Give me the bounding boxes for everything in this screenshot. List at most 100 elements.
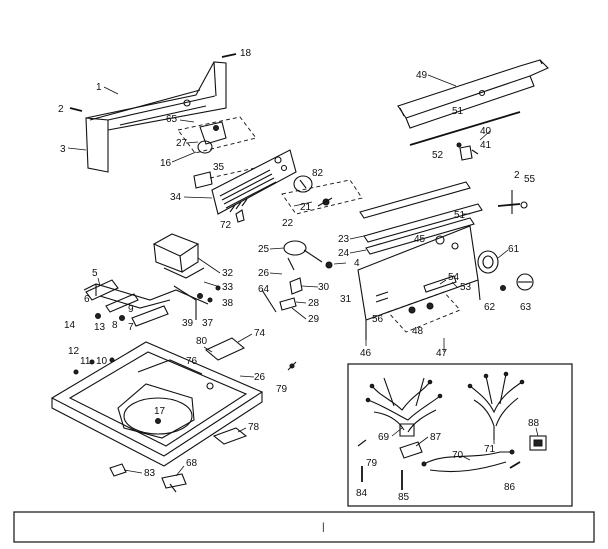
callout-33: 33 <box>222 282 234 293</box>
clip-72 <box>235 209 245 223</box>
bracket-32 <box>152 233 205 279</box>
callout-87: 87 <box>430 432 442 443</box>
switch-35 <box>193 167 256 189</box>
cabinet-top <box>50 341 264 467</box>
callout-52: 52 <box>432 150 444 161</box>
callout-62: 62 <box>484 302 496 313</box>
callout-37: 37 <box>202 318 214 329</box>
callout-32: 32 <box>222 268 234 279</box>
callout-27: 27 <box>176 138 188 149</box>
callout-39: 39 <box>182 318 194 329</box>
callout-2-right: 2 <box>514 170 520 181</box>
callout-14: 14 <box>64 320 76 331</box>
fasteners-37-38-39 <box>197 285 221 303</box>
callout-63: 63 <box>520 302 532 313</box>
callout-7: 7 <box>128 322 134 333</box>
screw-2 <box>69 107 83 112</box>
footer-mark: | <box>322 522 325 533</box>
callout-24: 24 <box>338 248 350 259</box>
callout-18: 18 <box>240 48 252 59</box>
connector-87 <box>399 441 423 459</box>
callout-30: 30 <box>318 282 330 293</box>
callout-25: 25 <box>258 244 270 255</box>
callout-65: 65 <box>166 114 178 125</box>
callout-3: 3 <box>60 144 66 155</box>
callout-28: 28 <box>308 298 320 309</box>
pulley-61 <box>477 250 499 274</box>
hinge-rod-52 <box>409 111 521 146</box>
callout-9: 9 <box>128 304 134 315</box>
switch-bracket <box>177 116 257 154</box>
footer-frame <box>13 511 595 543</box>
callout-8: 8 <box>112 320 118 331</box>
screw-79a <box>287 361 297 371</box>
switch-88 <box>529 435 547 451</box>
callout-2: 2 <box>58 104 64 115</box>
rear-panel-46 <box>357 225 481 340</box>
callout-83: 83 <box>144 468 156 479</box>
callout-6: 6 <box>84 294 90 305</box>
callout-11: 11 <box>80 356 91 367</box>
callout-48: 48 <box>412 326 424 337</box>
callout-69: 69 <box>378 432 390 443</box>
callout-70: 70 <box>452 450 464 461</box>
callout-79-lower: 79 <box>366 458 378 469</box>
harness-71 <box>467 371 525 440</box>
console-backsplash <box>85 61 227 173</box>
wire-70 <box>421 449 515 473</box>
callout-68: 68 <box>186 458 198 469</box>
screw-12-11-10 <box>73 357 115 375</box>
callout-41: 41 <box>480 140 492 151</box>
panel-74 <box>204 337 246 361</box>
callout-71: 71 <box>484 444 496 455</box>
callout-61: 61 <box>508 244 520 255</box>
latch-5-9 <box>85 279 169 327</box>
callout-53: 53 <box>460 282 472 293</box>
callout-51-lid: 51 <box>452 106 464 117</box>
callout-80: 80 <box>196 336 208 347</box>
panel-78 <box>212 427 248 445</box>
callout-17: 17 <box>154 406 166 417</box>
callout-74: 74 <box>254 328 266 339</box>
callout-64: 64 <box>258 284 270 295</box>
harness-69 <box>365 377 443 437</box>
callout-72: 72 <box>220 220 232 231</box>
callout-82: 82 <box>312 168 324 179</box>
callout-76: 76 <box>186 356 198 367</box>
callout-35: 35 <box>213 162 225 173</box>
callout-5: 5 <box>92 268 98 279</box>
hinge-83 <box>109 463 127 477</box>
knob-63 <box>516 273 534 291</box>
knob-82 <box>293 175 313 193</box>
callout-23: 23 <box>338 234 350 245</box>
callout-78: 78 <box>248 422 260 433</box>
control-panel <box>211 149 297 215</box>
callout-88: 88 <box>528 418 540 429</box>
callout-85: 85 <box>398 492 410 503</box>
callout-34: 34 <box>170 192 182 203</box>
bar-51-23 <box>359 181 483 255</box>
callout-40: 40 <box>480 126 492 137</box>
pressure-switch-25 <box>283 240 333 271</box>
screw-18 <box>221 53 237 58</box>
frame-rod <box>83 283 209 320</box>
lid-49 <box>397 59 549 129</box>
wiring-box <box>347 363 573 507</box>
screw-84-85-79b <box>357 439 403 490</box>
leader-lines <box>67 74 539 477</box>
callout-54: 54 <box>448 272 460 283</box>
callout-22: 22 <box>282 218 294 229</box>
callout-84: 84 <box>356 488 368 499</box>
callout-79: 79 <box>276 384 288 395</box>
lid-switch-40-41 <box>456 142 479 161</box>
callout-55: 55 <box>524 174 536 185</box>
timer-assembly <box>281 179 363 215</box>
callout-56: 56 <box>372 314 384 325</box>
bracket-68 <box>161 473 187 493</box>
callout-45: 45 <box>414 234 426 245</box>
callout-16: 16 <box>160 158 172 169</box>
callout-26-lower: 26 <box>254 372 266 383</box>
callout-4: 4 <box>354 258 360 269</box>
callout-49: 49 <box>416 70 428 81</box>
callout-38: 38 <box>222 298 234 309</box>
